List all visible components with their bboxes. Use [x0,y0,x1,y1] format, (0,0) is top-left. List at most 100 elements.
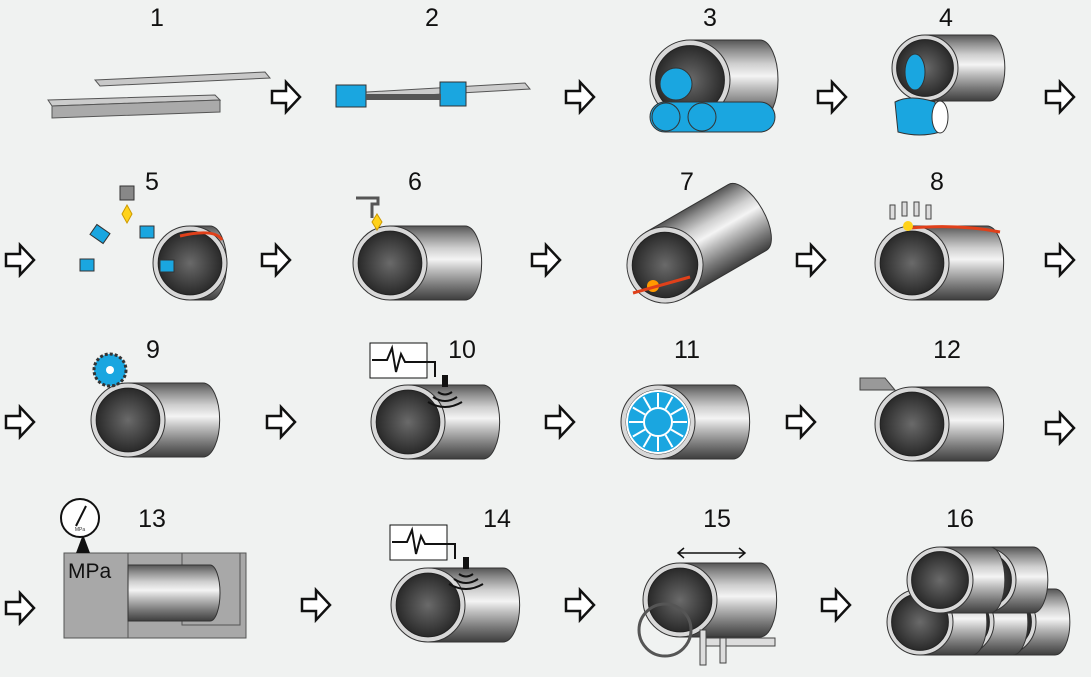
edge-mill-left [335,84,367,108]
pipe-9 [90,382,221,458]
welding-head [901,201,908,217]
pipe-12 [874,386,1005,462]
stacked-pipe [906,546,1006,614]
pipe-bore [647,567,713,633]
gauge-unit-label: MPa [75,527,86,533]
clamp [79,258,95,272]
process-arrow [4,589,36,627]
edge-mill-right [439,81,467,107]
step-label-16: 16 [946,505,974,533]
pipe-bore [157,230,223,296]
saw-hub [106,366,114,374]
ultrasonic-probe [463,557,469,569]
length-arrow-icon [676,547,747,559]
process-arrow [270,78,302,116]
roller-face [931,100,949,134]
expander-segment [632,428,646,438]
weld-spark-icon [121,203,133,225]
step-label-6: 6 [408,168,422,196]
pressure-unit-label: MPa [68,560,112,583]
step-label-3: 3 [703,4,717,32]
mill-shaft [366,94,441,100]
weld-spark-icon [371,213,383,231]
process-arrow [564,78,596,116]
welding-rod [356,196,380,218]
ultrasound-waves-icon [448,573,484,590]
step-label-10: 10 [448,336,476,364]
expander-segment [642,434,652,448]
process-arrow [564,586,596,624]
caliper-beam [699,637,776,647]
signal-trace [392,526,456,559]
steel-plate [93,71,272,87]
step-label-8: 8 [930,168,944,196]
expander-segment [664,434,674,448]
pipe-bore [395,572,461,638]
step-label-14: 14 [483,505,511,533]
step-label-15: 15 [703,505,731,533]
process-arrow [4,241,36,279]
pipe-6 [352,225,483,301]
step-label-2: 2 [425,4,439,32]
step-label-7: 7 [680,168,694,196]
bottom-roller [651,102,681,132]
step-label-4: 4 [939,4,953,32]
gauge-stem [76,537,90,553]
process-arrow [820,586,852,624]
process-arrow [785,403,817,441]
clamp [139,225,155,239]
ultrasound-waves-icon [427,391,463,408]
welding-head [925,204,932,220]
expander-segment [670,428,684,438]
process-arrow [544,403,576,441]
pipe-bore [879,391,945,457]
process-arrow [1044,78,1076,116]
clamp [159,259,175,273]
bottom-roller [687,102,717,132]
pipe-5 [152,225,228,301]
gauge-needle [75,505,87,527]
pipe-15 [642,562,778,638]
expander-segment [642,396,652,410]
pipe-8 [874,225,1005,301]
expander-core [643,407,673,437]
steel-plate-stack [51,99,221,119]
process-arrow [795,241,827,279]
caliper-jaw [699,629,707,666]
process-arrow [816,78,848,116]
top-roller [659,67,693,101]
weld-spark-icon [903,221,913,231]
weld-seam [909,225,1001,234]
process-arrow [1044,409,1076,447]
process-arrow [265,403,297,441]
welding-head [889,204,896,220]
pipe-7-group [626,183,772,304]
bevel-tool [859,377,897,391]
step-label-11: 11 [674,336,700,364]
clamp [89,223,111,245]
expander-segment [670,406,684,416]
signal-trace [372,344,436,377]
pipe-bore [357,230,423,296]
expander-segment [632,406,646,416]
process-arrow [300,586,332,624]
step-label-9: 9 [146,336,160,364]
process-arrow [1044,241,1076,279]
pipe-14 [390,567,521,643]
expander-segment [664,396,674,410]
step-label-5: 5 [145,168,159,196]
pipe-bore [879,230,945,296]
process-arrow [530,241,562,279]
pipe-7 [626,183,772,304]
caliper-jaw [719,637,727,664]
weld-seam [179,231,224,241]
step-label-12: 12 [933,336,961,364]
pipe-10 [370,384,501,460]
pipe-bore [95,387,161,453]
welding-torch [119,185,135,201]
test-pipe [127,564,221,622]
process-arrow [260,241,292,279]
pipe-bore [631,231,699,299]
